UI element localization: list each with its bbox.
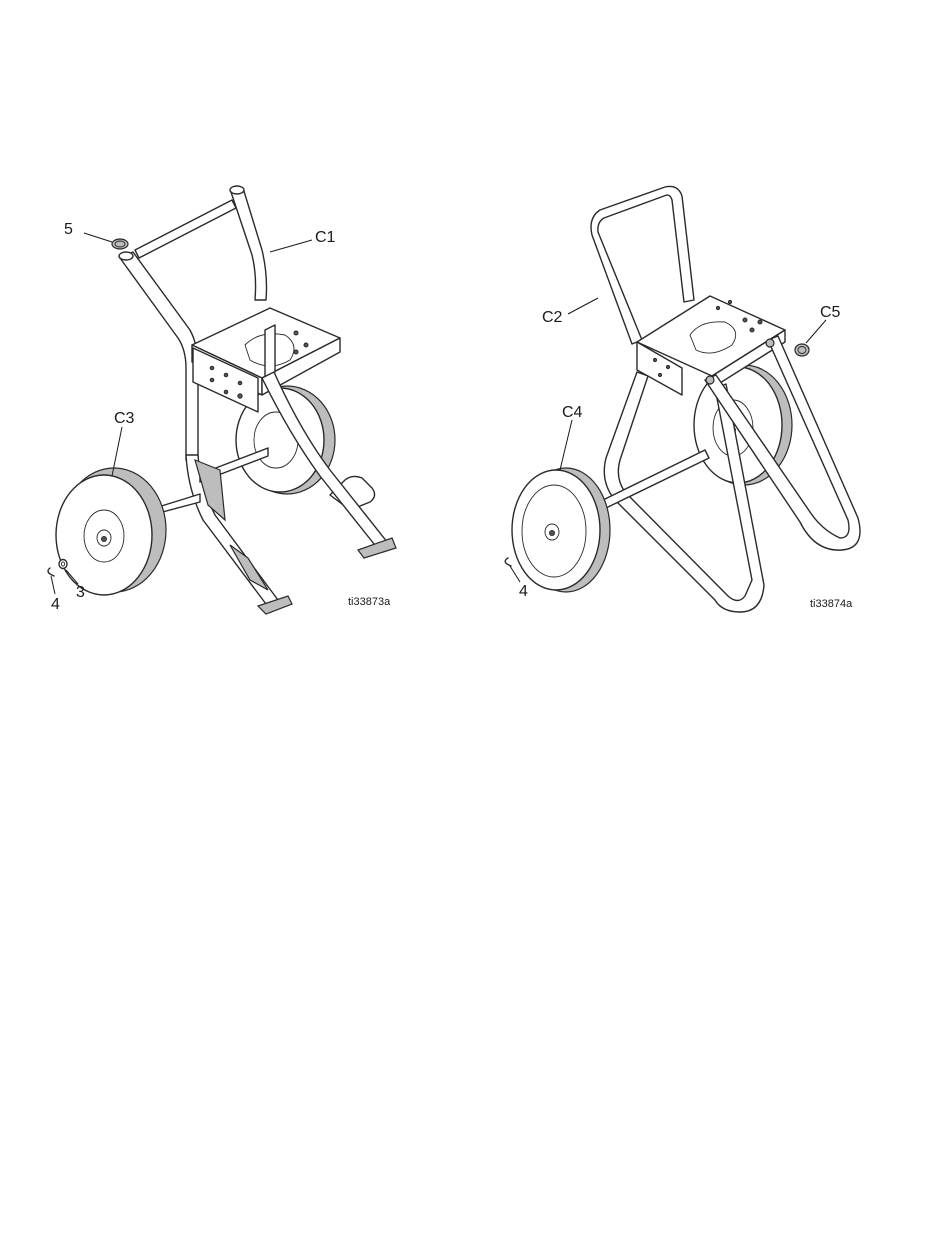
callout-3: 3 — [76, 584, 85, 601]
figure-id-left: ti33873a — [348, 596, 391, 608]
callout-4-left: 4 — [51, 596, 60, 613]
callout-4-right: 4 — [519, 583, 528, 600]
figure-right-cart: C2 C5 C4 4 ti33874a — [505, 186, 860, 612]
wheel-c4 — [512, 468, 610, 592]
callout-c1: C1 — [315, 229, 336, 246]
washer-part-3 — [59, 560, 67, 569]
callout-c5: C5 — [820, 304, 841, 321]
clip-part-4-right — [505, 558, 511, 566]
cap-part-5 — [112, 239, 128, 249]
cap-c5 — [795, 344, 809, 356]
handle-crossbar — [135, 200, 236, 258]
handle-right-tube — [231, 188, 267, 300]
figure-id-right: ti33874a — [810, 598, 853, 610]
clip-part-4 — [48, 568, 54, 576]
wheel-c3 — [56, 468, 166, 595]
callout-c2: C2 — [542, 309, 563, 326]
callout-c3: C3 — [114, 410, 135, 427]
callout-5: 5 — [64, 221, 73, 238]
handle-left-tube — [120, 252, 198, 460]
figure-left-cart: 5 C1 C3 4 3 ti33873a — [48, 186, 396, 614]
callout-c4: C4 — [562, 404, 583, 421]
